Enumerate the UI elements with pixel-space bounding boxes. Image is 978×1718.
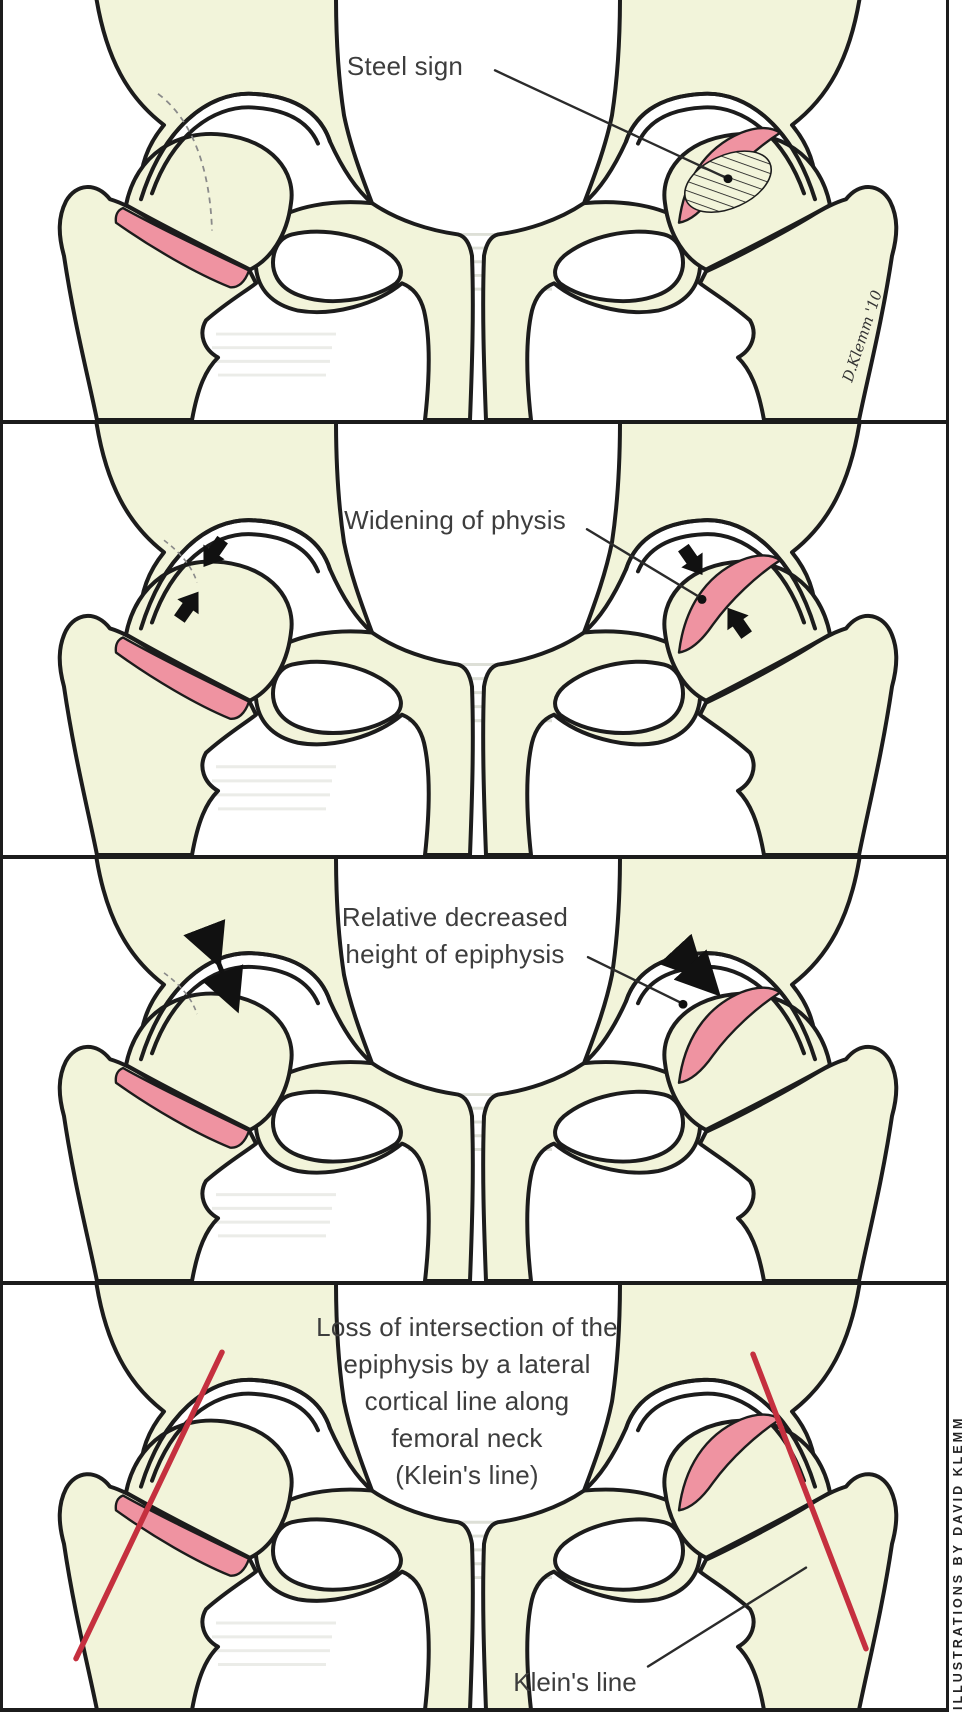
right-hip-bones bbox=[483, 424, 896, 855]
panel-kleins-line: Loss of intersection of the epiphysis by… bbox=[0, 1285, 946, 1710]
panel-decreased-height: Relative decreased height of epiphysis bbox=[0, 859, 946, 1281]
panel-widening-of-physis: Widening of physis bbox=[0, 424, 946, 855]
pointer-dot bbox=[723, 174, 733, 184]
double-headed-arrow bbox=[658, 933, 721, 997]
dashed-epiphysis-outline bbox=[163, 539, 198, 583]
leader-line bbox=[646, 1566, 808, 1668]
anatomy-illustration-decreased-height bbox=[57, 859, 899, 1281]
panel-label-steel-sign: Steel sign bbox=[346, 51, 464, 81]
panel-label-kleins-line: Loss of intersection of the epiphysis by… bbox=[316, 1312, 618, 1490]
panel-divider-3 bbox=[0, 1281, 949, 1285]
kleins-line-caption: Klein's line bbox=[513, 1667, 637, 1697]
kleins-line-right bbox=[750, 1351, 869, 1652]
leader-line bbox=[585, 528, 702, 599]
illustrator-credit: ILLUSTRATIONS BY DAVID KLEMM bbox=[951, 1415, 965, 1710]
panel-label-widening: Widening of physis bbox=[344, 505, 566, 535]
leader-line bbox=[493, 69, 730, 180]
panel-divider-1 bbox=[0, 420, 949, 424]
panel-steel-sign: D.Klemm '10 Steel sign bbox=[0, 0, 946, 420]
panel-divider-2 bbox=[0, 855, 949, 859]
leader-line bbox=[586, 955, 682, 1004]
bottom-frame-border bbox=[0, 1708, 949, 1712]
pointer-dot bbox=[697, 594, 707, 604]
panel-label-decreased-height: Relative decreased height of epiphysis bbox=[341, 902, 569, 969]
anatomy-illustration-kleins-line bbox=[57, 1285, 899, 1710]
anatomy-illustration-steel-sign: D.Klemm '10 bbox=[57, 0, 899, 420]
dashed-epiphysis-outline bbox=[157, 93, 213, 231]
double-headed-arrow bbox=[183, 919, 244, 1014]
anatomy-illustration-widening bbox=[0, 424, 946, 855]
kleins-line-left bbox=[73, 1349, 225, 1662]
pointer-dot bbox=[678, 999, 688, 1009]
